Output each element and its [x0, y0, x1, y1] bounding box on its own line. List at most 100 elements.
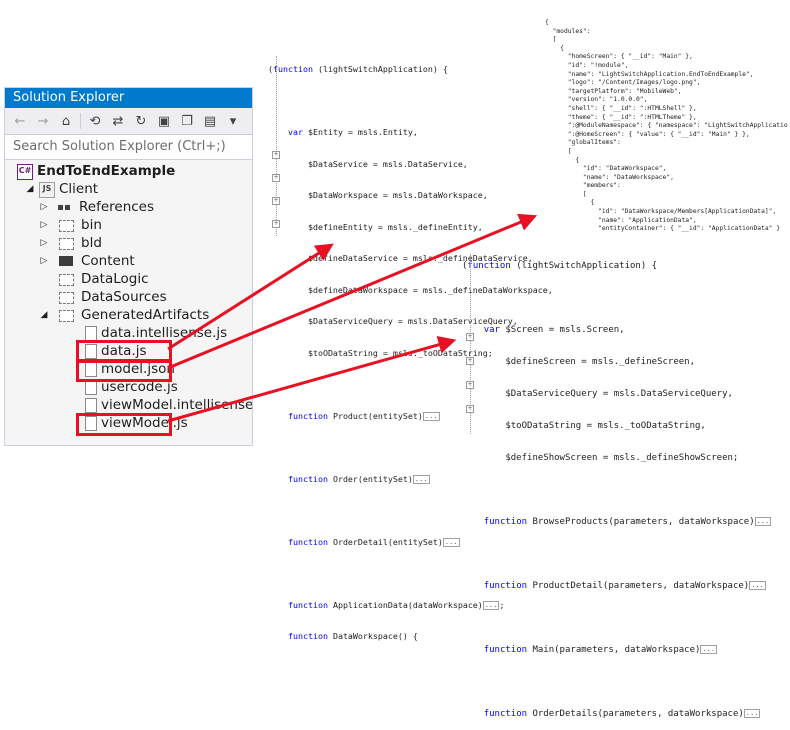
code-text: var $Entity = msls.Entity,: [287, 127, 418, 137]
tree-item-label: Client: [59, 181, 99, 197]
json-line: "modules":: [545, 27, 591, 35]
json-line: [: [545, 190, 587, 198]
collapsed-region[interactable]: ...: [754, 517, 772, 526]
folder-icon: [59, 292, 74, 304]
history-icon[interactable]: ⟲: [89, 113, 101, 129]
outline-gutter: [276, 56, 278, 236]
collapsed-region[interactable]: ...: [700, 645, 718, 654]
code-pane-model-json: { "modules": [ { "homeScreen": { "__id":…: [545, 12, 788, 234]
json-line: "globalItems":: [545, 139, 621, 147]
collapsed-arrow-icon[interactable]: ▷: [40, 202, 48, 212]
tree-item-client[interactable]: ◢ JS Client: [5, 180, 252, 198]
tree-item-solution[interactable]: C# EndToEndExample: [5, 162, 252, 180]
code-line: $defineShowScreen = msls._defineShowScre…: [462, 452, 771, 464]
blank-line: [462, 548, 771, 560]
expanded-arrow-icon[interactable]: ◢: [26, 184, 34, 194]
collapsed-region[interactable]: ...: [442, 537, 460, 547]
properties-icon[interactable]: ▤: [203, 113, 217, 129]
collapsed-arrow-icon[interactable]: ▷: [40, 220, 48, 230]
expand-region-icon[interactable]: +: [466, 357, 474, 365]
tree-item-label: DataSources: [81, 289, 167, 305]
solution-explorer-toolbar: ← → ⌂ ⟲ ⇄ ↻ ▣ ❐ ▤ ▾: [5, 108, 252, 135]
json-line: "homeScreen": { "__id": "Main" },: [545, 53, 693, 61]
tree-item-datasources[interactable]: DataSources: [5, 288, 252, 306]
tree-item-data-js[interactable]: data.js: [5, 342, 252, 360]
blank-line: [462, 484, 771, 496]
refresh-icon[interactable]: ↻: [135, 113, 147, 129]
code-text: function ApplicationData(dataWorkspace): [287, 599, 483, 610]
json-line: "shell": { "__id": ":HTMLShell" },: [545, 104, 697, 112]
blank-line: [462, 612, 771, 624]
tree-item-data-intellisense-js[interactable]: data.intellisense.js: [5, 324, 252, 342]
expand-region-icon[interactable]: +: [466, 381, 474, 389]
tree-item-label: viewModel.js: [101, 415, 188, 431]
sync-icon[interactable]: ⇄: [112, 113, 124, 129]
code-text: function OrderDetails(parameters, dataWo…: [483, 709, 744, 719]
expand-region-icon[interactable]: +: [272, 151, 280, 159]
code-text: $toODataString = msls._toODataString,: [462, 421, 706, 431]
folder-icon: [59, 274, 74, 286]
tree-item-datalogic[interactable]: DataLogic: [5, 270, 252, 288]
code-line: var $Entity = msls.Entity,: [268, 127, 553, 139]
json-line: "name": "ApplicationData",: [545, 216, 697, 224]
expand-region-icon[interactable]: +: [272, 220, 280, 228]
tree-item-generatedartifacts[interactable]: ◢ GeneratedArtifacts: [5, 306, 252, 324]
arrow-data-js: [167, 243, 334, 351]
expanded-arrow-icon[interactable]: ◢: [40, 310, 48, 320]
code-line: (function (lightSwitchApplication) {: [462, 260, 771, 272]
json-line: "name": "LightSwitchApplication.EndToEnd…: [545, 70, 754, 78]
solution-explorer-title[interactable]: Solution Explorer: [5, 88, 252, 108]
tree-item-viewmodel-js[interactable]: viewModel.js: [5, 414, 252, 432]
code-text: $DataServiceQuery = msls.DataServiceQuer…: [462, 389, 733, 399]
json-line: {: [545, 156, 580, 164]
code-text: function Product(entitySet): [287, 410, 423, 421]
more-options-icon[interactable]: ▾: [229, 113, 237, 129]
collapsed-arrow-icon[interactable]: ▷: [40, 238, 48, 248]
tree-item-model-json[interactable]: model.json: [5, 360, 252, 378]
json-line: "entityContainer": { "__id": "Applicatio…: [545, 225, 781, 233]
annotation-arrows: [167, 213, 538, 423]
json-line: "logo": "/Content/Images/logo.png",: [545, 79, 701, 87]
code-line: function BrowseProducts(parameters, data…: [462, 516, 772, 528]
tree-item-references[interactable]: ▷ References: [5, 198, 252, 216]
copy-icon[interactable]: ❐: [181, 113, 193, 129]
file-icon: [85, 398, 97, 413]
json-line: "members":: [545, 182, 621, 190]
json-line: {: [545, 19, 549, 26]
collapsed-region[interactable]: ...: [412, 474, 430, 484]
code-line: $defineScreen = msls._defineScreen,: [462, 356, 771, 368]
tree-item-bld[interactable]: ▷ bld: [5, 234, 252, 252]
expand-region-icon[interactable]: +: [466, 405, 474, 413]
search-input[interactable]: Search Solution Explorer (Ctrl+;): [5, 135, 252, 160]
code-line: function Main(parameters, dataWorkspace)…: [462, 644, 771, 656]
expand-region-icon[interactable]: +: [466, 333, 474, 341]
expand-region-icon[interactable]: +: [272, 174, 280, 182]
back-icon[interactable]: ←: [14, 113, 26, 129]
folder-icon: [59, 310, 74, 322]
forward-icon[interactable]: →: [37, 113, 49, 129]
folder-icon: [59, 238, 74, 250]
collapse-all-icon[interactable]: ▣: [157, 113, 171, 129]
tree-item-label: usercode.js: [101, 379, 178, 395]
solution-tree: C# EndToEndExample ◢ JS Client ▷ Referen…: [5, 160, 252, 432]
code-text: $DataService = msls.DataService,: [268, 158, 468, 169]
code-line: $DataServiceQuery = msls.DataServiceQuer…: [462, 388, 771, 400]
tree-item-bin[interactable]: ▷ bin: [5, 216, 252, 234]
tree-item-label: DataLogic: [81, 271, 149, 287]
collapsed-region[interactable]: ...: [743, 709, 761, 718]
code-text: var $Screen = msls.Screen,: [483, 325, 625, 335]
collapsed-region[interactable]: ...: [422, 411, 440, 421]
code-line: $DataWorkspace = msls.DataWorkspace,: [268, 190, 553, 202]
code-text: $DataServiceQuery = msls.DataServiceQuer…: [268, 316, 518, 326]
file-icon: [85, 344, 97, 359]
expand-region-icon[interactable]: +: [272, 197, 280, 205]
references-icon: [57, 200, 71, 214]
arrow-model-json: [167, 213, 538, 370]
tree-item-content[interactable]: ▷ Content: [5, 252, 252, 270]
home-icon[interactable]: ⌂: [61, 113, 71, 129]
code-text: $defineShowScreen = msls._defineShowScre…: [462, 453, 739, 463]
tree-item-label: bin: [81, 217, 102, 233]
collapsed-region[interactable]: ...: [749, 581, 766, 590]
code-text: $defineScreen = msls._defineScreen,: [462, 357, 695, 367]
collapsed-arrow-icon[interactable]: ▷: [40, 256, 48, 266]
